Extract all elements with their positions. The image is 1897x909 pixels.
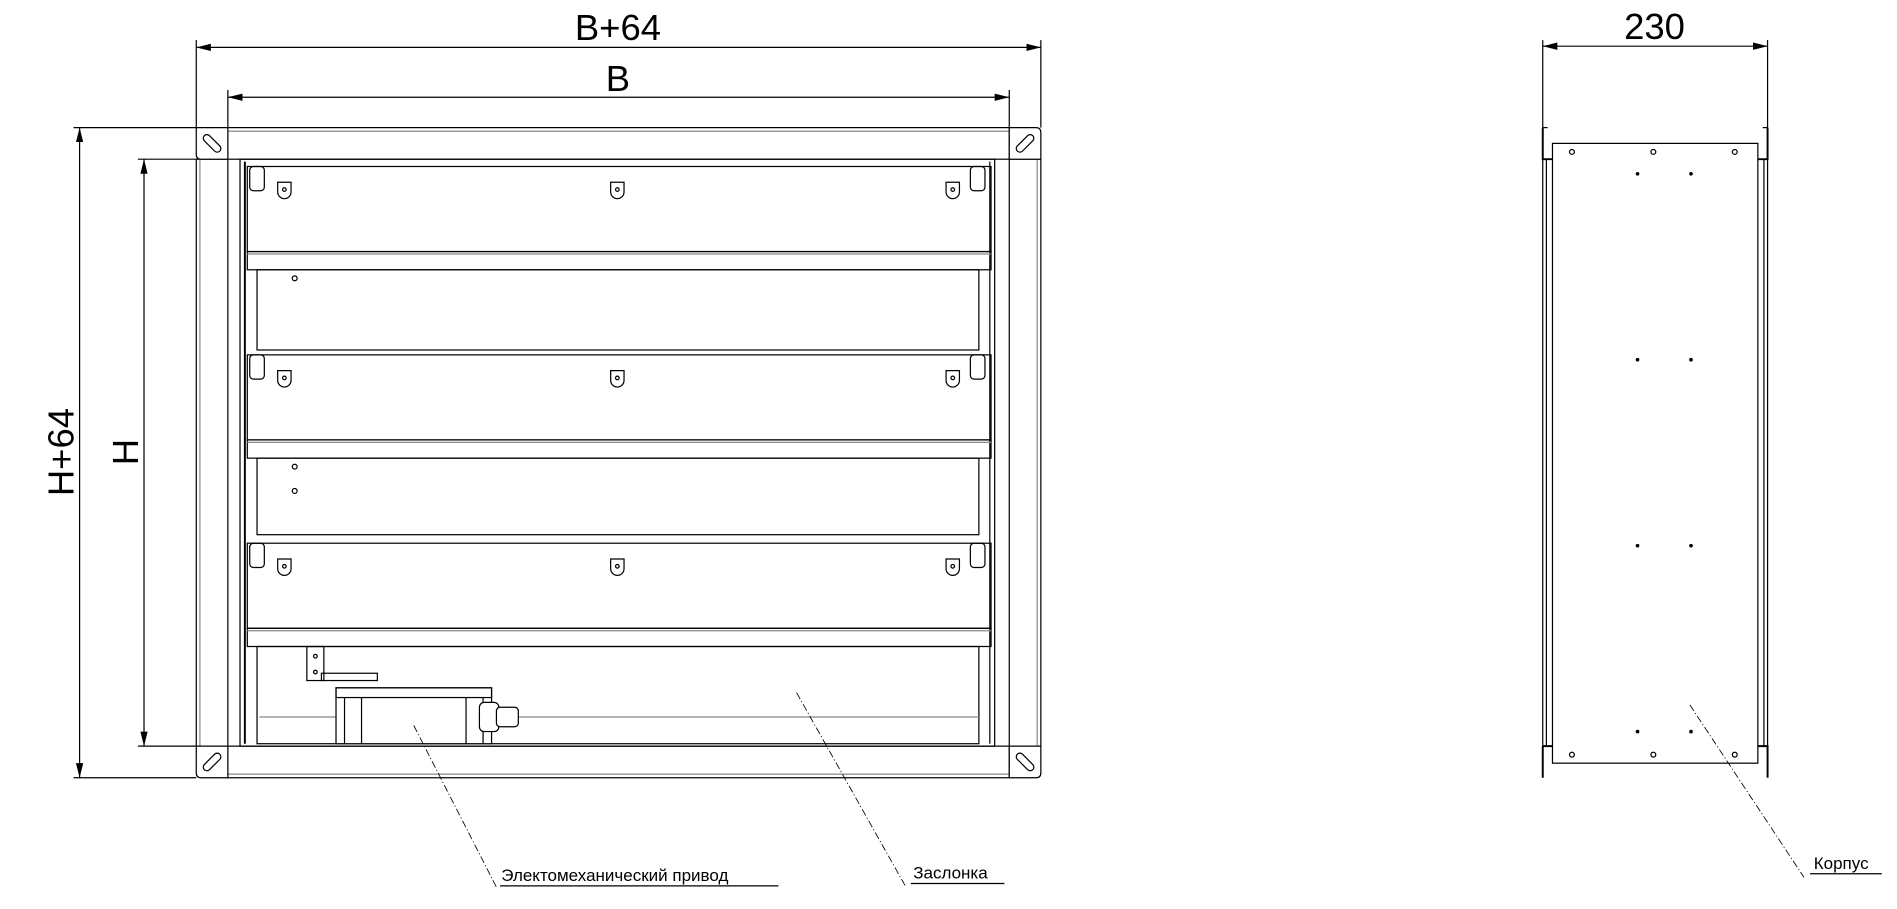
dimension-label: 230: [1624, 6, 1685, 47]
frame: [195, 126, 1042, 779]
callout-label: Заслонка: [913, 864, 988, 883]
dimension-label: H: [105, 439, 146, 465]
dimension-height-inner: H: [105, 158, 228, 747]
dimension-label: H+64: [41, 408, 82, 496]
corner-plate: [1008, 745, 1042, 779]
dimension-width-outer: B+64: [195, 7, 1042, 128]
dimension-depth: 230: [1542, 6, 1769, 128]
blade: [246, 165, 992, 271]
blade: [246, 542, 992, 648]
dimension-width-inner: B: [227, 58, 1010, 128]
corner-plate: [195, 126, 229, 160]
callout-label: Корпус: [1814, 854, 1869, 873]
damper-blades: [246, 165, 992, 745]
dimension-height-outer: H+64: [41, 126, 197, 779]
callout-housing: Корпус: [1689, 704, 1882, 878]
callout-label: Электомеханический привод: [501, 866, 728, 885]
side-view: 230 Корпус: [1541, 6, 1882, 878]
front-view: B+64 B H+64 H: [41, 7, 1042, 888]
electromechanical-actuator: [306, 645, 519, 745]
blade: [246, 354, 992, 459]
dimension-label: B+64: [575, 7, 661, 48]
dimension-label: B: [606, 58, 630, 99]
callout-actuator: Электомеханический привод: [413, 725, 779, 888]
callout-damper: Заслонка: [796, 692, 1005, 888]
corner-plate: [195, 745, 229, 779]
housing: [1541, 126, 1769, 778]
corner-plate: [1008, 126, 1042, 160]
